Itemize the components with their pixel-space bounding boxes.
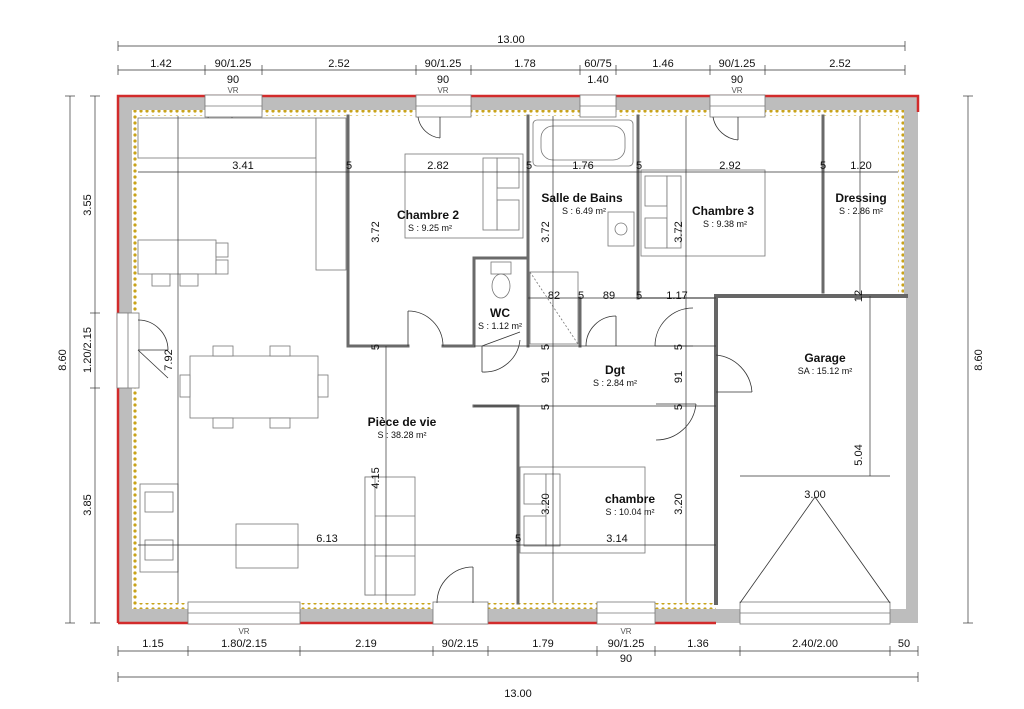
inner-dim-29: 3.20 — [673, 493, 685, 514]
top-dim-1: 1.42 — [150, 58, 171, 70]
room-name-chambre: chambre — [605, 492, 655, 506]
inner-dim-14: 5 — [578, 290, 584, 302]
inner-dim-32: 3.14 — [606, 533, 627, 545]
inner-dim-06: 5 — [636, 160, 642, 172]
bottom-dim-2: 1.80/2.15 — [221, 638, 267, 650]
room-area-piece-de-vie: S : 38.28 m² — [377, 430, 426, 440]
top-dim-8-sub: 90 — [731, 74, 743, 86]
top-dim-6-sub: 1.40 — [587, 74, 608, 86]
kitchen-table — [137, 239, 217, 275]
inner-dim-19: 5 — [370, 344, 382, 350]
top-dim-4-sub: 90 — [437, 74, 449, 86]
inner-dim-27: 4.15 — [370, 467, 382, 488]
bottom-dim-2-vr: VR — [238, 627, 249, 636]
top-dim-5: 1.78 — [514, 58, 535, 70]
coffee-table — [235, 523, 299, 569]
window-glass-lines — [127, 105, 890, 614]
inner-dim-07: 2.92 — [719, 160, 740, 172]
inner-dim-24: 91 — [673, 371, 685, 383]
room-area-chambre-3: S : 9.38 m² — [703, 219, 747, 229]
bottom-dim-7: 1.36 — [687, 638, 708, 650]
inner-dim-22: 7.92 — [163, 349, 175, 370]
room-area-dgt: S : 2.84 m² — [593, 378, 637, 388]
left-dim-2: 1.20/2.15 — [82, 327, 94, 373]
dim-overall-top: 13.00 — [497, 34, 525, 46]
inner-dim-05: 1.76 — [572, 160, 593, 172]
inner-dim-12: 3.72 — [673, 221, 685, 242]
room-name-salle-de-bains: Salle de Bains — [541, 191, 623, 205]
inner-dim-16: 5 — [636, 290, 642, 302]
inner-dimension-lines — [138, 116, 898, 603]
top-dim-6: 60/75 — [584, 58, 612, 70]
inner-dim-18: 12 — [853, 290, 865, 302]
room-area-wc: S : 1.12 m² — [478, 321, 522, 331]
bottom-dim-6-sub: 90 — [620, 653, 632, 665]
room-name-wc: WC — [490, 306, 510, 320]
furniture — [137, 117, 766, 596]
inner-dim-10: 3.72 — [370, 221, 382, 242]
inner-dim-23: 91 — [540, 371, 552, 383]
inner-dim-26: 5 — [673, 404, 685, 410]
bottom-dim-3: 2.19 — [355, 638, 376, 650]
inner-dim-08: 5 — [820, 160, 826, 172]
left-dim-1: 3.55 — [82, 194, 94, 215]
bottom-dim-5: 1.79 — [532, 638, 553, 650]
room-area-dressing: S : 2.86 m² — [839, 206, 883, 216]
bottom-dim-4: 90/2.15 — [442, 638, 479, 650]
bottom-dim-6: 90/1.25 — [608, 638, 645, 650]
inner-dim-04: 5 — [526, 160, 532, 172]
toilet — [490, 261, 512, 275]
labels: 13.00 13.00 8.60 8.60 1.42 90/1.25 90 VR… — [57, 34, 985, 700]
inner-dim-01: 3.41 — [232, 160, 253, 172]
inner-dim-28: 3.20 — [540, 493, 552, 514]
inner-dim-20: 5 — [540, 344, 552, 350]
top-dim-8-vr: VR — [731, 86, 742, 95]
dim-overall-right: 8.60 — [973, 349, 985, 370]
top-dim-4: 90/1.25 — [425, 58, 462, 70]
inner-dim-11: 3.72 — [540, 221, 552, 242]
inner-dim-34: 3.00 — [804, 489, 825, 501]
inner-dim-31: 5 — [515, 533, 521, 545]
inner-dim-30: 6.13 — [316, 533, 337, 545]
inner-dim-13: 82 — [548, 290, 560, 302]
top-dim-3: 2.52 — [328, 58, 349, 70]
inner-dim-09: 1.20 — [850, 160, 871, 172]
inner-dim-03: 2.82 — [427, 160, 448, 172]
inner-dim-02: 5 — [346, 160, 352, 172]
inner-dim-25: 5 — [540, 404, 552, 410]
top-dim-9: 2.52 — [829, 58, 850, 70]
room-name-piece-de-vie: Pièce de vie — [368, 415, 437, 429]
dim-overall-left: 8.60 — [57, 349, 69, 370]
top-dim-8: 90/1.25 — [719, 58, 756, 70]
left-dim-3: 3.85 — [82, 494, 94, 515]
bottom-dim-1: 1.15 — [142, 638, 163, 650]
inner-dim-15: 89 — [603, 290, 615, 302]
bottom-dim-6-vr: VR — [620, 627, 631, 636]
bottom-dim-8: 2.40/2.00 — [792, 638, 838, 650]
dimension-lines — [65, 41, 973, 682]
room-name-dgt: Dgt — [605, 363, 625, 377]
room-name-garage: Garage — [804, 351, 846, 365]
bottom-dim-9: 50 — [898, 638, 910, 650]
room-name-chambre-2: Chambre 2 — [397, 208, 459, 222]
room-area-chambre: S : 10.04 m² — [605, 507, 654, 517]
top-dim-4-vr: VR — [437, 86, 448, 95]
top-dim-2-sub: 90 — [227, 74, 239, 86]
room-name-chambre-3: Chambre 3 — [692, 204, 754, 218]
inner-dim-21: 5 — [673, 344, 685, 350]
dining-table — [189, 355, 319, 419]
room-area-chambre-2: S : 9.25 m² — [408, 223, 452, 233]
inner-dim-33: 5.04 — [853, 444, 865, 465]
room-area-salle-de-bains: S : 6.49 m² — [562, 206, 606, 216]
top-dim-7: 1.46 — [652, 58, 673, 70]
room-name-dressing: Dressing — [835, 191, 886, 205]
top-dim-2-vr: VR — [227, 86, 238, 95]
inner-dim-17: 1.17 — [666, 290, 687, 302]
top-dim-2: 90/1.25 — [215, 58, 252, 70]
room-area-garage: SA : 15.12 m² — [798, 366, 853, 376]
dim-overall-bottom: 13.00 — [504, 688, 532, 700]
kitchen-counter — [137, 117, 317, 159]
